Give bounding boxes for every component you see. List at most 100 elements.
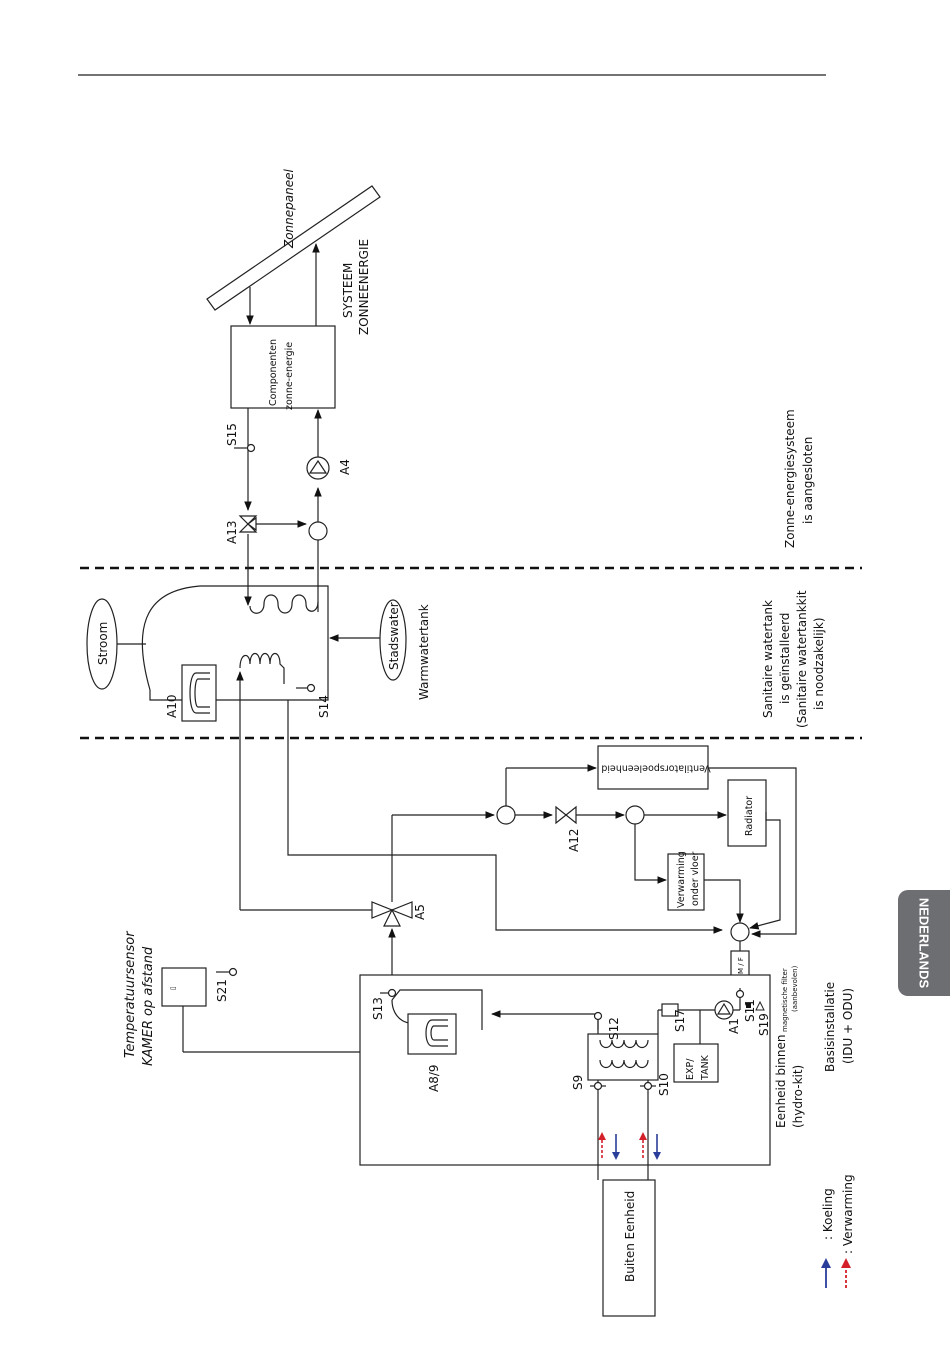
thermostat-display: ▭: [170, 984, 177, 992]
svg-text:(aanbevolen): (aanbevolen): [791, 965, 799, 1012]
label-a5: A5: [413, 904, 427, 920]
flow-arrows-heating: [598, 1132, 647, 1158]
backup-heater-element-icon: [425, 1019, 448, 1047]
label-a1: A1: [727, 1018, 741, 1034]
floor-heating: [667, 853, 705, 911]
svg-text:Sanitaire watertank: Sanitaire watertank: [761, 600, 775, 718]
sensor-s12-icon: [593, 1011, 603, 1030]
label-s12: S12: [607, 1017, 621, 1040]
label-s21: S21: [215, 979, 229, 1002]
svg-text:KAMER op afstand: KAMER op afstand: [141, 946, 156, 1066]
zone-basis-label: Basisinstallatie (IDU + ODU): [823, 982, 855, 1072]
junction-1: [496, 805, 516, 825]
svg-text:Temperatuursensor: Temperatuursensor: [123, 930, 138, 1058]
legend-heating: : Verwarming: [841, 1174, 855, 1288]
svg-text:onder vloer: onder vloer: [690, 851, 701, 906]
solar-panel: [206, 185, 381, 311]
pump-a4-icon: [306, 456, 330, 480]
radiator-return-line: [749, 812, 781, 930]
label-s13: S13: [371, 997, 385, 1020]
zone-solar-label: Zonne-energiesysteem is aangesloten: [783, 409, 815, 548]
valve-a13-icon: [238, 515, 258, 533]
label-a12: A12: [567, 829, 581, 852]
outdoor-unit: [602, 1179, 656, 1317]
city-water-bubble: [379, 599, 407, 681]
svg-text:Eenheid binnen: Eenheid binnen: [774, 1035, 788, 1128]
to-floor-heating-line: [634, 824, 667, 884]
svg-text:: Koeling: : Koeling: [821, 1188, 835, 1240]
solar-components-box: [230, 325, 336, 409]
svg-text:ZONNEENERGIE: ZONNEENERGIE: [357, 239, 371, 335]
radiator-label: Radiator: [744, 796, 755, 836]
flow-sensor-s17: [661, 1003, 679, 1017]
solar-panel-label: Zonnepaneel: [282, 169, 296, 249]
expansion-tank: [673, 1043, 719, 1083]
svg-text:TANK: TANK: [700, 1054, 711, 1081]
svg-text:is geïnstalleerd: is geïnstalleerd: [778, 613, 792, 704]
plate-heat-exchanger: [587, 1033, 659, 1081]
junction-2: [625, 805, 645, 825]
label-s10: S10: [657, 1073, 671, 1096]
label-s14: S14: [317, 695, 331, 718]
outdoor-unit-label: Buiten Eenheid: [623, 1191, 637, 1282]
heating-coil: [239, 652, 285, 684]
return-junction: [730, 922, 750, 942]
room-thermostat: [161, 967, 207, 1007]
valve-a12-icon: [555, 805, 577, 825]
heater-element-icon: [189, 672, 210, 714]
sensor-s14-icon: [296, 683, 316, 693]
svg-text:Componenten: Componenten: [268, 339, 279, 406]
hot-water-tank: [141, 585, 329, 701]
magnetic-filter-note: magnetische filter (aanbevolen): [781, 965, 799, 1032]
indoor-unit-label: Eenheid binnen (hydro-kit): [774, 1035, 805, 1128]
sensor-s10-icon: [640, 1081, 656, 1091]
sensor-s13-icon: [380, 988, 397, 998]
legend-cooling: : Koeling: [821, 1188, 835, 1288]
valve-a5-icon: [371, 901, 413, 927]
tank-return-line: [287, 700, 723, 934]
svg-text:SYSTEEM: SYSTEEM: [341, 263, 355, 318]
language-tab-label: NEDERLANDS: [916, 897, 932, 989]
label-a89: A8/9: [427, 1064, 441, 1092]
language-tab[interactable]: NEDERLANDS: [898, 890, 950, 996]
backup-heater-a8-9: [407, 1013, 457, 1055]
sensor-s21-icon: [216, 967, 238, 977]
electric-heater-a10: [181, 664, 217, 722]
city-water-label: Stadswater: [387, 602, 401, 670]
label-s19: S19: [757, 1013, 771, 1036]
filter-label: M / F: [737, 957, 745, 974]
svg-text:EXP/: EXP/: [685, 1058, 696, 1080]
svg-text:(Sanitaire watertankkit: (Sanitaire watertankkit: [795, 590, 809, 728]
pump-a1-icon: [714, 1000, 734, 1020]
label-s17: S17: [673, 1009, 687, 1032]
tank-label: Warmwatertank: [417, 604, 431, 700]
solar-return-junction: [308, 521, 328, 541]
floor-return-line: [704, 879, 744, 923]
svg-text:zonne-energie: zonne-energie: [284, 342, 295, 410]
system-solar-label: SYSTEEM ZONNEENERGIE: [341, 239, 371, 335]
label-s9: S9: [571, 1075, 585, 1090]
solar-coil: [249, 594, 319, 614]
hx-coil-bottom: [599, 1059, 649, 1069]
sensor-s19-icon: [746, 1000, 765, 1011]
svg-text:Basisinstallatie: Basisinstallatie: [823, 982, 837, 1072]
sensor-s9-icon: [590, 1081, 606, 1091]
svg-text:is noodzakelijk): is noodzakelijk): [812, 618, 826, 711]
zone-tank-label: Sanitaire watertank is geïnstalleerd (Sa…: [761, 590, 826, 728]
label-a4: A4: [338, 459, 352, 475]
svg-text:Verwarming: Verwarming: [676, 851, 687, 908]
sensor-s15-icon: [234, 443, 256, 453]
expansion-tank-label: EXP/ TANK: [685, 1054, 711, 1081]
solar-components-label: Componenten zonne-energie: [268, 339, 295, 410]
svg-text:is aangesloten: is aangesloten: [801, 437, 815, 524]
backup-heater-pipe: [391, 989, 483, 1030]
power-label: Stroom: [96, 622, 110, 665]
radiator: [727, 779, 767, 847]
label-s15: S15: [225, 423, 239, 446]
hx-coil-top: [599, 1039, 649, 1049]
sensor-s11-icon: [735, 988, 745, 1010]
label-a13: A13: [225, 521, 239, 544]
label-a10: A10: [165, 695, 179, 718]
